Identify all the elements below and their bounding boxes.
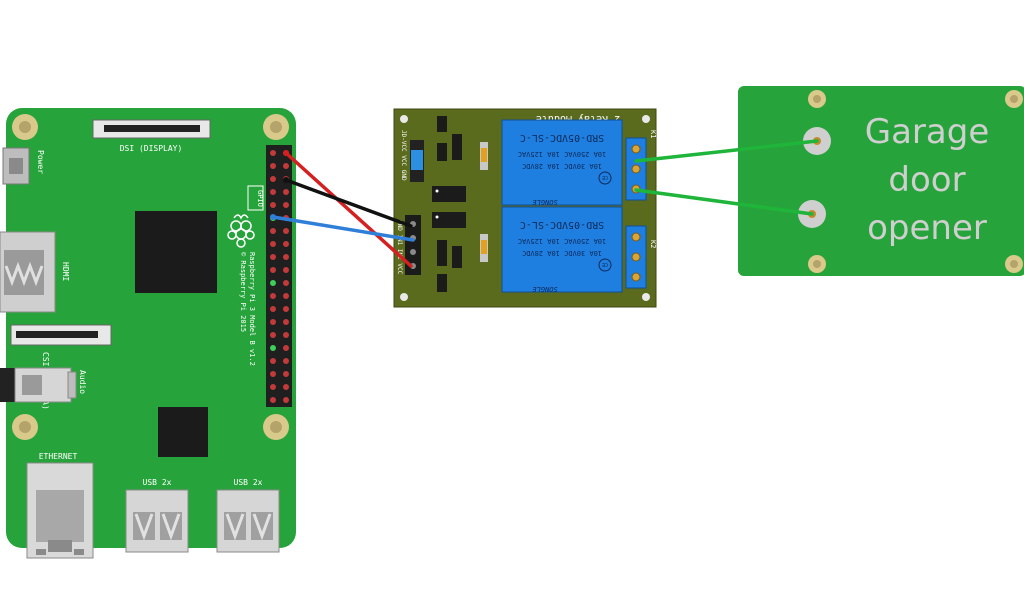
gpio-pin	[283, 332, 289, 338]
gpio-pin	[270, 189, 276, 195]
gpio-pin	[270, 280, 276, 286]
dsi-label: DSI (DISPLAY)	[120, 144, 183, 153]
relay-2-ce-mark: CE	[602, 261, 608, 267]
gpio-pin	[270, 397, 276, 403]
soc-chip	[135, 211, 217, 293]
relay-1-rating-1: 10A 250VAC 10A 125VAC	[518, 150, 607, 158]
gpio-pin	[270, 228, 276, 234]
relay-2-rating-1: 10A 250VAC 10A 125VAC	[518, 237, 607, 245]
power-label: Power	[36, 150, 45, 174]
gpio-pin	[270, 150, 276, 156]
relay-header-pins-label: JD-VCC VCC GND	[400, 130, 407, 181]
gpio-label: GPIO	[256, 190, 264, 207]
usb-port-left	[125, 489, 189, 553]
terminal-block-k2	[625, 225, 647, 289]
csi-connector	[10, 324, 112, 346]
raspberry-pi-board: DSI (DISPLAY) Power HDMI Raspberry Pi 3 …	[0, 108, 296, 559]
usb-right-label: USB 2x	[234, 478, 263, 487]
wire-red-5v	[284, 151, 413, 268]
dsi-connector	[92, 119, 211, 139]
jumper-header	[410, 140, 424, 182]
audio-jack	[0, 367, 77, 403]
copyright-text: © Raspberry Pi 2015	[239, 252, 247, 332]
gpio-pin	[283, 189, 289, 195]
gpio-pin	[270, 241, 276, 247]
relay-1-brand: SONGLE	[532, 198, 558, 206]
usb-controller-chip	[158, 407, 208, 457]
pi-mounting-holes	[12, 114, 289, 440]
hdmi-connector	[0, 231, 56, 313]
opener-label-line2: door	[888, 160, 965, 200]
gpio-pin	[283, 319, 289, 325]
gpio-pin	[283, 202, 289, 208]
k1-label: K1	[649, 130, 657, 138]
relay-module-board: 2 Relay Module JD-VCC VCC GND	[393, 108, 657, 308]
relay-1-ce-mark: CE	[602, 174, 608, 180]
terminal-block-k1	[625, 137, 647, 201]
usb-left-label: USB 2x	[143, 478, 172, 487]
opener-label-line3: opener	[867, 208, 987, 248]
garage-door-opener-board: Garage door opener	[738, 86, 1024, 276]
gpio-pin	[270, 371, 276, 377]
gpio-pin	[270, 319, 276, 325]
gpio-pin	[270, 332, 276, 338]
gpio-pin	[270, 254, 276, 260]
gpio-header	[266, 145, 292, 407]
usb-port-right	[216, 489, 280, 553]
relay-module-title: 2 Relay Module	[536, 113, 620, 124]
gpio-pin	[283, 345, 289, 351]
relay-2-part: SRD-05VDC-SL-C	[520, 219, 604, 230]
relay-components	[432, 116, 488, 292]
gpio-pin	[283, 358, 289, 364]
gpio-pin	[270, 163, 276, 169]
gpio-pin	[283, 306, 289, 312]
gpio-pin	[270, 202, 276, 208]
relay-2: SRD-05VDC-SL-C 10A 250VAC 10A 125VAC 10A…	[501, 206, 623, 293]
gpio-pin	[283, 163, 289, 169]
wire-green-2	[634, 188, 814, 216]
wire-black-gnd	[284, 178, 413, 228]
relay-input-pins-label: GND IN1 IN2 VCC	[396, 220, 403, 275]
gpio-pin	[270, 293, 276, 299]
relay-2-brand: SONGLE	[532, 285, 558, 293]
ethernet-label: ETHERNET	[39, 452, 78, 461]
opener-label-line1: Garage	[865, 112, 990, 152]
gpio-pin	[283, 371, 289, 377]
gpio-pin	[270, 358, 276, 364]
raspberry-logo-icon	[227, 214, 255, 248]
k2-label: K2	[649, 240, 657, 248]
gpio-pin	[283, 228, 289, 234]
gpio-pin	[283, 384, 289, 390]
wire-blue-signal	[271, 215, 415, 242]
wire-green-1	[634, 139, 819, 163]
gpio-pin	[283, 293, 289, 299]
wires	[270, 139, 819, 268]
gpio-pin	[270, 384, 276, 390]
gpio-pin	[283, 267, 289, 273]
gpio-pin	[270, 306, 276, 312]
relay-1-part: SRD-05VDC-SL-C	[520, 132, 604, 143]
hdmi-label: HDMI	[61, 262, 70, 281]
relay-input-header	[405, 215, 421, 275]
audio-label: Audio	[78, 370, 87, 394]
ethernet-port	[26, 462, 94, 559]
gpio-pin	[270, 345, 276, 351]
model-text: Raspberry Pi 3 Model B v1.2	[248, 252, 256, 366]
gpio-pin	[270, 176, 276, 182]
gpio-pin	[283, 397, 289, 403]
gpio-pin	[283, 280, 289, 286]
power-connector	[2, 147, 30, 185]
gpio-pin	[270, 267, 276, 273]
relay-1-rating-2: 10A 30VDC 10A 28VDC	[522, 162, 602, 170]
gpio-pin	[283, 254, 289, 260]
relay-2-rating-2: 10A 30VDC 10A 28VDC	[522, 249, 602, 257]
relay-1: SRD-05VDC-SL-C 10A 250VAC 10A 125VAC 10A…	[501, 119, 623, 206]
gpio-pin	[283, 241, 289, 247]
